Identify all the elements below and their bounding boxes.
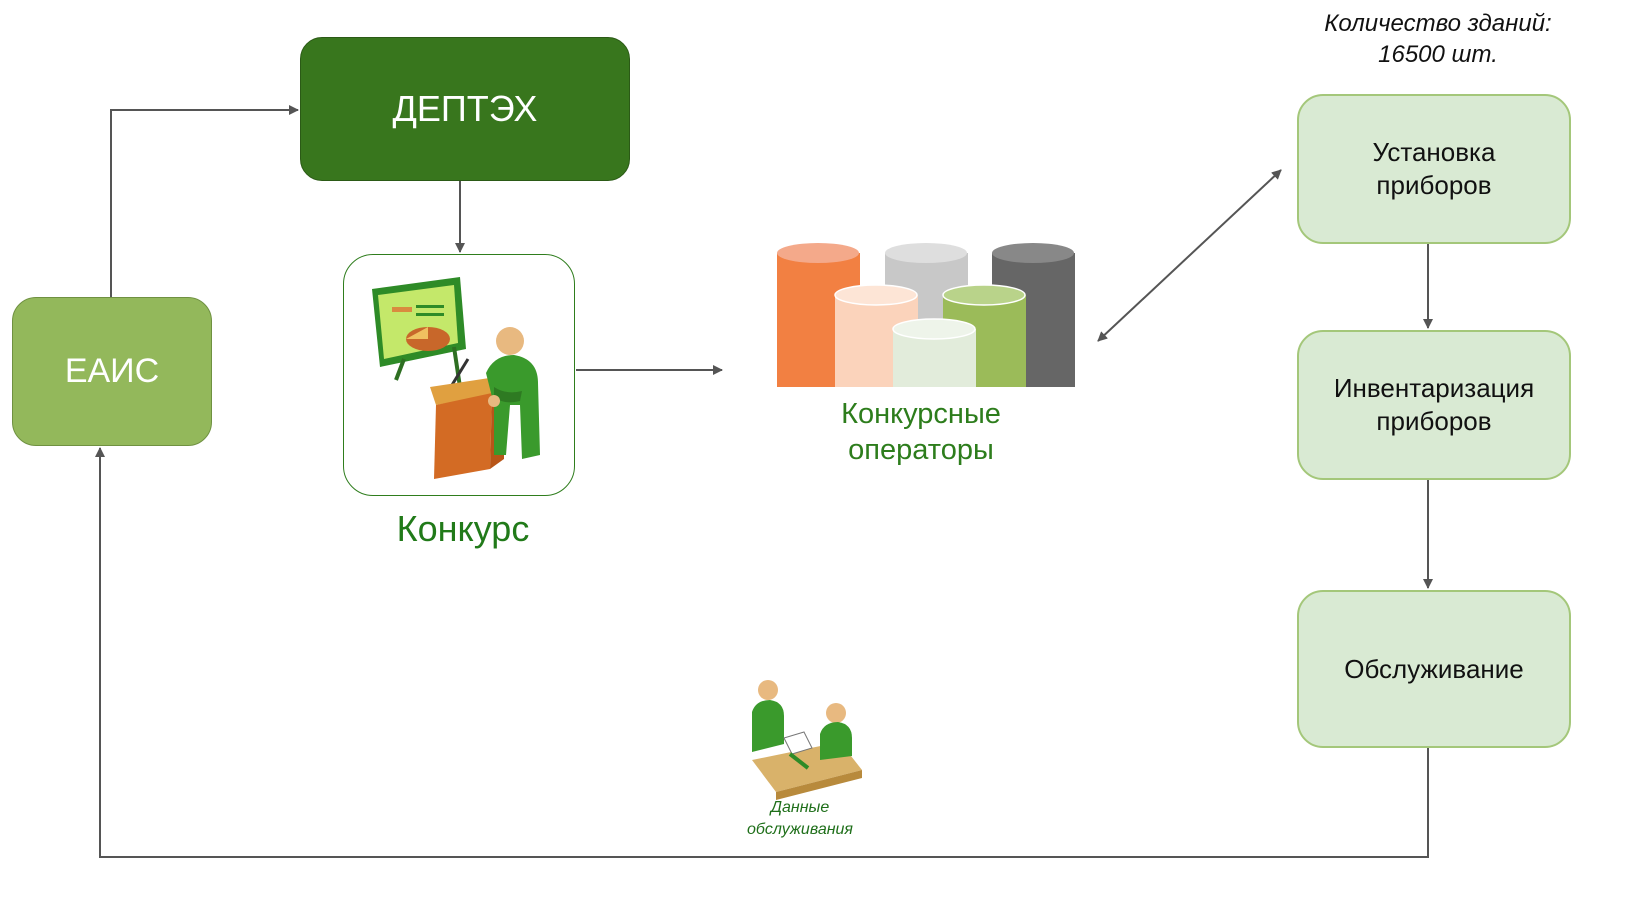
deptex-node: ДЕПТЭХ xyxy=(300,37,630,181)
arrow-service-to-eais xyxy=(95,447,1429,858)
presenter-at-podium-icon xyxy=(372,277,540,479)
buildings-count-annotation: Количество зданий: 16500 шт. xyxy=(1324,10,1552,68)
operators-label: Конкурсные операторы xyxy=(841,398,1001,466)
service-data-label: Данные обслуживания xyxy=(747,799,853,838)
service-label: Обслуживание xyxy=(1344,653,1524,684)
eais-label: ЕАИС xyxy=(64,352,160,390)
arrow-operators-install xyxy=(1097,169,1282,342)
contest-node xyxy=(343,254,575,496)
inventory-label: Инвентаризация приборов xyxy=(1333,373,1535,436)
install-node: Установка приборов xyxy=(1297,94,1571,244)
install-label: Установка приборов xyxy=(1372,137,1496,200)
eais-node: ЕАИС xyxy=(12,297,212,446)
arrow-eais-to-deptex xyxy=(110,105,299,297)
service-node: Обслуживание xyxy=(1297,590,1571,748)
contest-label: Конкурс xyxy=(396,508,530,549)
deptex-label: ДЕПТЭХ xyxy=(392,88,538,129)
inventory-node: Инвентаризация приборов xyxy=(1297,330,1571,480)
